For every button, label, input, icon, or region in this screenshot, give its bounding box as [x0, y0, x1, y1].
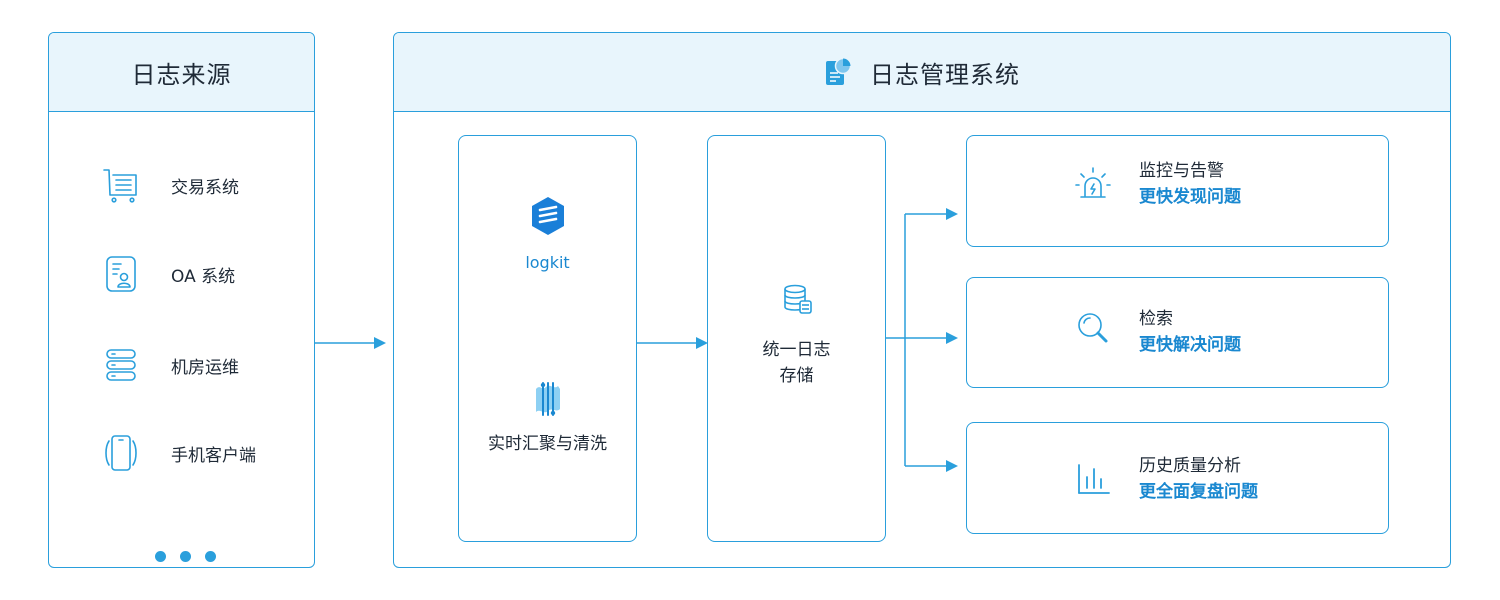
search-icon	[1073, 308, 1113, 348]
log-sources-header: 日志来源	[49, 33, 314, 112]
cart-list-icon	[101, 165, 141, 205]
output-text: 监控与告警 更快发现问题	[1139, 158, 1241, 210]
output-title: 检索	[1139, 309, 1173, 329]
output-monitor-box: 监控与告警 更快发现问题	[966, 135, 1389, 247]
source-item-oa: OA 系统	[101, 254, 314, 294]
ellipsis-dot	[180, 551, 191, 562]
output-title: 监控与告警	[1139, 161, 1224, 181]
source-label: 交易系统	[171, 177, 239, 198]
output-analysis-box: 历史质量分析 更全面复盘问题	[966, 422, 1389, 534]
output-text: 历史质量分析 更全面复盘问题	[1139, 453, 1258, 505]
output-title: 历史质量分析	[1139, 456, 1241, 476]
source-label: 手机客户端	[171, 445, 256, 466]
logkit-logo-icon	[530, 196, 566, 240]
document-chart-icon	[824, 57, 852, 87]
log-sources-title: 日志来源	[131, 60, 232, 89]
source-item-trading: 交易系统	[101, 165, 314, 205]
more-sources-ellipsis	[155, 551, 216, 562]
database-icon	[780, 283, 814, 321]
mobile-phone-icon	[101, 433, 141, 473]
collection-box: logkit 实时汇聚与清洗	[458, 135, 637, 542]
log-sources-panel: 日志来源 交易系统 OA 系统	[48, 32, 315, 568]
collection-label: 实时汇聚与清洗	[488, 434, 607, 454]
source-item-server-room: 机房运维	[101, 345, 314, 385]
log-system-header: 日志管理系统	[394, 33, 1450, 112]
alarm-light-icon	[1073, 164, 1113, 204]
stream-merge-icon	[528, 379, 568, 423]
log-system-panel: 日志管理系统	[393, 32, 1451, 568]
server-rack-icon	[101, 345, 141, 385]
user-document-icon	[101, 254, 141, 294]
ellipsis-dot	[155, 551, 166, 562]
source-item-mobile: 手机客户端	[101, 433, 314, 473]
storage-label-line1: 统一日志	[762, 339, 831, 360]
storage-box: 统一日志 存储	[707, 135, 886, 542]
storage-label-line2: 存储	[779, 365, 814, 386]
source-label: 机房运维	[171, 357, 239, 378]
ellipsis-dot	[205, 551, 216, 562]
output-subtitle: 更快发现问题	[1139, 187, 1241, 207]
source-label: OA 系统	[171, 266, 236, 287]
output-subtitle: 更快解决问题	[1139, 335, 1241, 355]
output-text: 检索 更快解决问题	[1139, 306, 1241, 358]
output-subtitle: 更全面复盘问题	[1139, 482, 1258, 502]
log-system-title: 日志管理系统	[870, 60, 1020, 89]
bar-chart-icon	[1073, 459, 1113, 499]
output-search-box: 检索 更快解决问题	[966, 277, 1389, 388]
logkit-label: logkit	[525, 253, 570, 272]
